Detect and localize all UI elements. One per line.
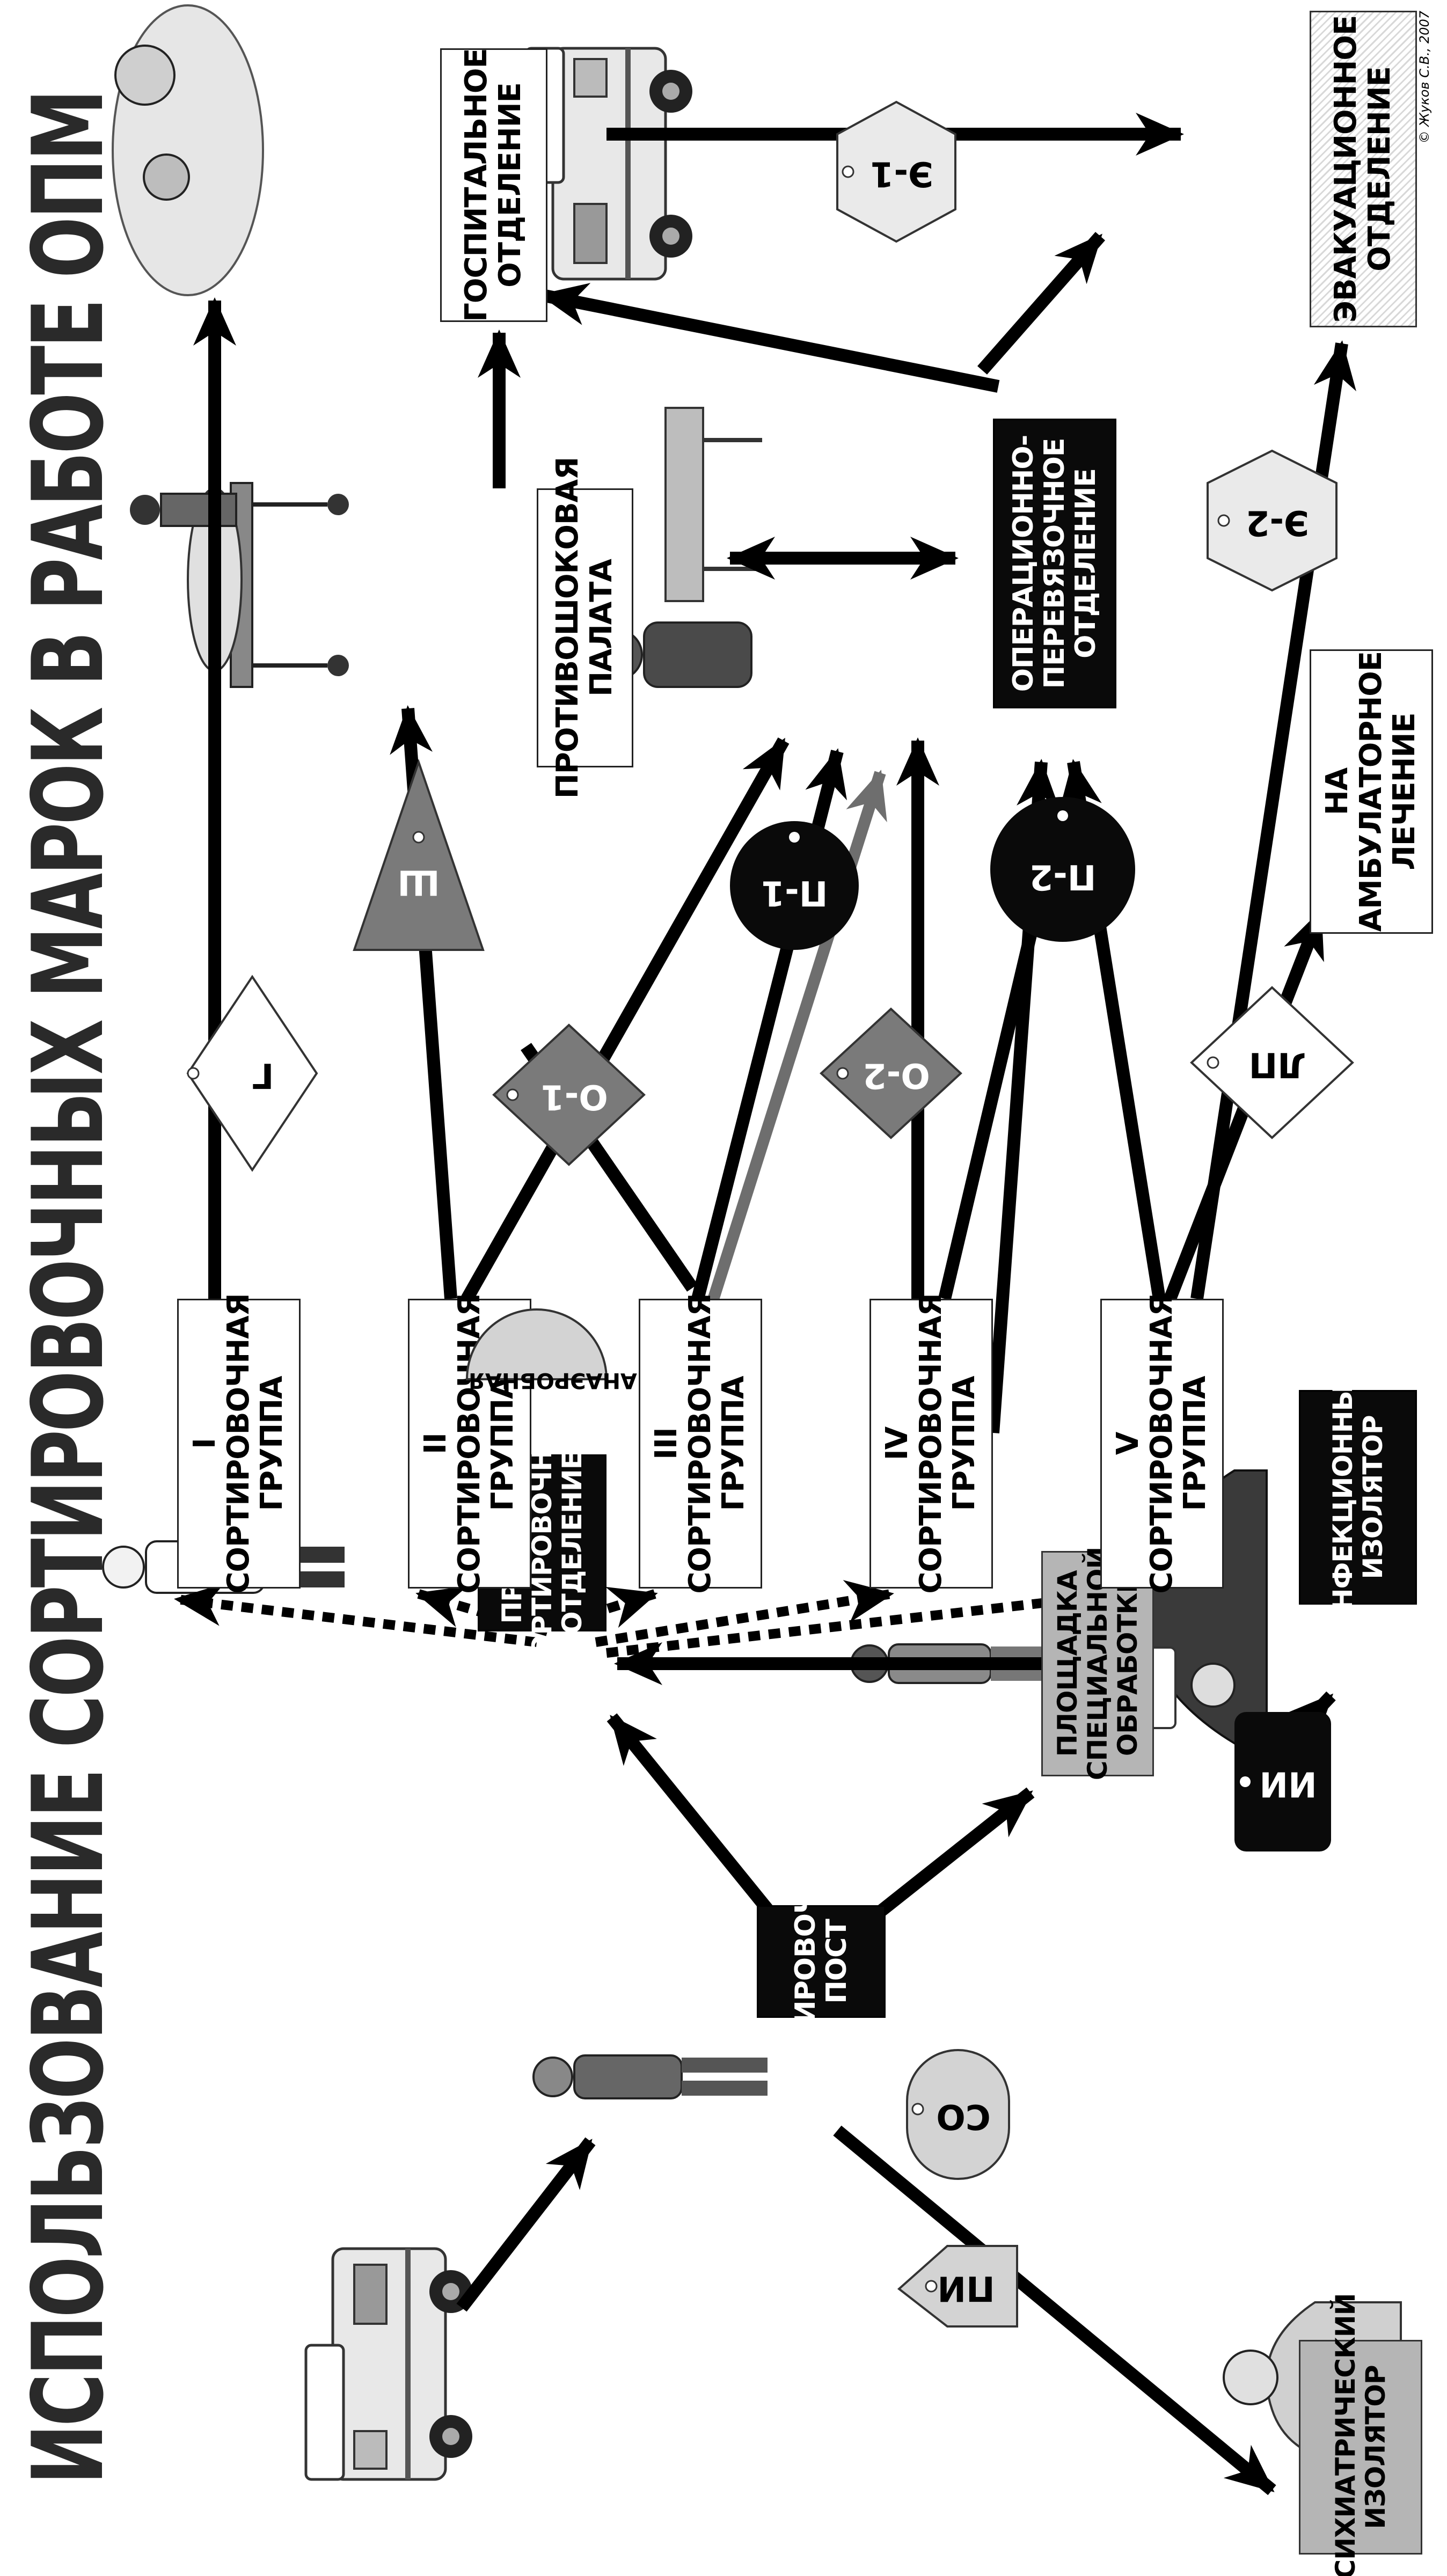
tag-infectious: ИИ	[1234, 1712, 1331, 1851]
tag-shock-label: Ш	[397, 862, 440, 902]
tag-urgent-op-1-label: О-1	[540, 1077, 608, 1116]
arrow-group2-to-operating	[461, 737, 790, 1302]
tag-dressing-2: П-2	[990, 797, 1135, 942]
soldier-illustration	[532, 2054, 768, 2099]
copyright-note: © Жуков С.В., 2007	[1417, 11, 1432, 144]
tag-outpatient-label: ЛП	[1249, 1044, 1306, 1084]
dotted-arrow-to-group3	[567, 1586, 658, 1628]
tag-evacuation-2-label: Э-2	[1246, 502, 1309, 542]
tag-shock: Ш	[353, 758, 485, 951]
tag-dressing-2-label: П-2	[1029, 857, 1097, 896]
tag-special-treatment-label: СО	[936, 2096, 990, 2136]
arrow-post-to-psychiatric	[833, 2125, 1276, 2496]
arrow-ambulance-to-soldier	[456, 2137, 596, 2312]
arrow-post-to-special	[871, 1787, 1035, 1921]
tag-dressing-1-label: П-1	[761, 873, 828, 912]
tag-dressing-1: П-1	[730, 821, 859, 950]
tag-infectious-label: ИИ	[1259, 1763, 1317, 1803]
tag-evacuation-1-label: Э-1	[870, 153, 933, 193]
tag-psychiatric-label: ПИ	[937, 2268, 995, 2308]
tag-urgent-op-2-label: О-2	[863, 1055, 930, 1095]
arrow-post-to-reception	[606, 1713, 778, 1920]
tag-evacuation-2: Э-2	[1207, 449, 1338, 592]
arrow-operating-to-hospital	[539, 283, 1000, 393]
nurse-patient-illustration	[112, 4, 264, 296]
dotted-arrow-to-group4	[595, 1580, 894, 1647]
tag-outpatient: ЛП	[1190, 986, 1354, 1139]
dotted-arrow-to-group5	[605, 1577, 1125, 1658]
tag-special-treatment: СО	[906, 2049, 1010, 2180]
arrow-operating-to-evacuation	[977, 232, 1106, 375]
tag-psychiatric: ПИ	[897, 2245, 1018, 2328]
ambulance-illustration	[304, 2247, 472, 2481]
tag-urgent-op-2: О-2	[820, 1007, 962, 1139]
tag-anaerobic: АНАЭРОБНАЯ	[465, 1308, 637, 1393]
tag-hospital-label: Г	[252, 1055, 274, 1095]
tag-anaerobic-label: АНАЭРОБНАЯ	[469, 1368, 637, 1393]
tag-hospital: Г	[186, 975, 318, 1172]
tag-urgent-op-1: О-1	[492, 1023, 646, 1166]
tag-evacuation-1: Э-1	[836, 100, 956, 243]
